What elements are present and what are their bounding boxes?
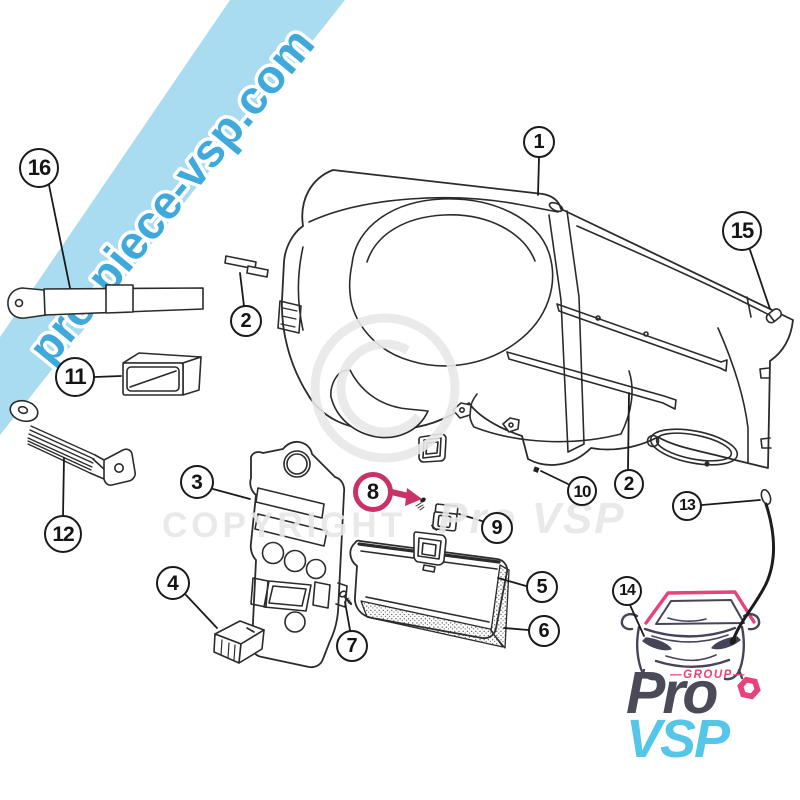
callout-5: 5: [526, 571, 558, 603]
callout-13: 13: [672, 491, 702, 521]
part-screw-10: [533, 466, 540, 473]
callout-6: 6: [528, 615, 560, 647]
part-dashboard-drawing: [277, 169, 794, 469]
callout-12: 12: [44, 515, 82, 553]
callout-10: 10: [567, 476, 597, 506]
callout-8-highlighted: 8: [353, 472, 393, 512]
callout-3: 3: [180, 465, 214, 499]
callout-9: 9: [481, 512, 513, 544]
callout-7: 7: [336, 630, 368, 662]
callout-11: 11: [55, 357, 95, 397]
part-latch-9: [431, 503, 459, 532]
logo-group-label: —GROUP—: [670, 669, 746, 681]
callout-4: 4: [156, 566, 190, 600]
part-trim-clip-left: [224, 255, 269, 278]
callout-16: 16: [19, 148, 59, 188]
part-console-3: [249, 440, 348, 669]
leader-lines: [48, 157, 771, 637]
part-strip-16: [7, 284, 204, 319]
hex-nut-icon: [737, 676, 761, 700]
part-cable-13: [729, 488, 775, 645]
pink-arrow-icon: [391, 488, 422, 506]
callout-2-right: 2: [614, 469, 644, 499]
part-bracket-12: [9, 399, 136, 486]
car-outline-drawing: [620, 590, 761, 681]
ghost-brand-text: Pro VSP: [438, 494, 626, 543]
callout-15: 15: [722, 211, 762, 251]
ghost-copyright-watermark: COPYRIGHT Pro VSP: [162, 313, 626, 545]
logo-vsp-text: VSP: [626, 709, 730, 769]
callout-1: 1: [523, 126, 555, 158]
callout-14: 14: [612, 576, 642, 606]
ghost-copyright-symbol: [310, 313, 460, 463]
part-screw-7: [339, 590, 353, 606]
ghost-copyright-text: COPYRIGHT: [162, 506, 406, 545]
part-bracket-4: [213, 620, 265, 664]
callout-2-left: 2: [230, 305, 262, 337]
part-duct-11: [122, 352, 202, 396]
logo-pro-text: Pro: [626, 660, 718, 726]
part-plug-15: [765, 308, 783, 324]
